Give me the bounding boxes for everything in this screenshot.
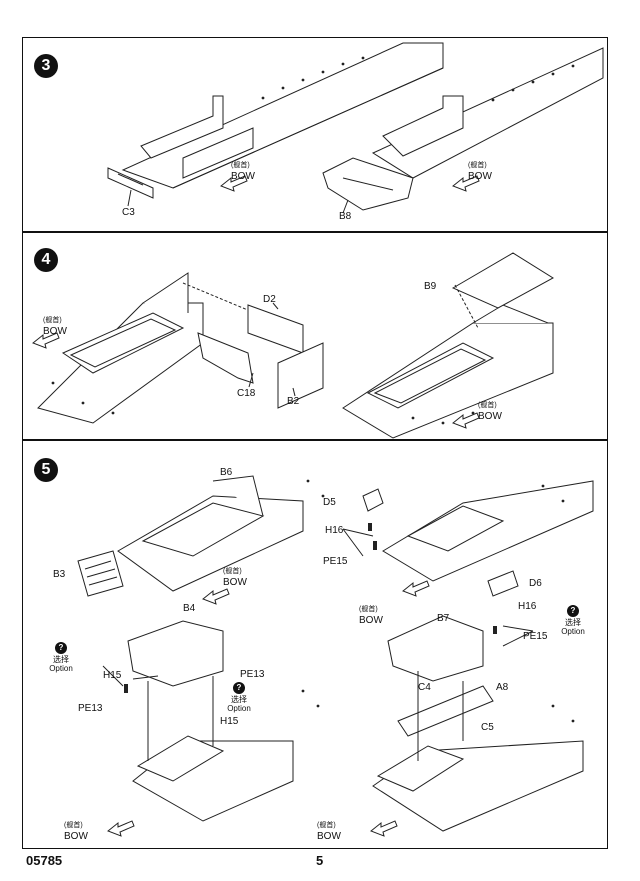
- option-marker: ? 选择 Option: [227, 682, 251, 713]
- bow-label: (舰首) BOW: [359, 606, 383, 626]
- step-4-drawing: [32, 252, 554, 439]
- part-label-h16: H16: [325, 525, 344, 536]
- option-marker: ? 选择 Option: [561, 605, 585, 636]
- part-label-d2: D2: [263, 294, 276, 305]
- step-3-drawing: [107, 42, 604, 214]
- option-icon: ?: [55, 642, 67, 654]
- bow-arrow-icon: [32, 332, 60, 349]
- step-5-drawing: [77, 475, 594, 837]
- bow-arrow-icon: [452, 412, 480, 429]
- part-label-b8: B8: [339, 211, 352, 222]
- step-3-panel: 3: [22, 37, 608, 232]
- bow-label: (舰首) BOW: [231, 162, 255, 182]
- bow-label: (舰首) BOW: [317, 822, 341, 842]
- step-3-number: 3: [34, 54, 58, 78]
- part-label-pe13: PE13: [78, 703, 103, 714]
- step-5-number: 5: [34, 458, 58, 482]
- bow-arrow-icon: [202, 588, 230, 605]
- bow-label: (舰首) BOW: [64, 822, 88, 842]
- part-label-a8: A8: [496, 682, 509, 693]
- bow-label: (舰首) BOW: [43, 317, 67, 337]
- part-label-b6: B6: [220, 467, 233, 478]
- part-label-c18: C18: [237, 388, 256, 399]
- part-label-pe15: PE15: [523, 631, 548, 642]
- part-label-c5: C5: [481, 722, 494, 733]
- part-label-d5: D5: [323, 497, 336, 508]
- part-label-c4: C4: [418, 682, 431, 693]
- part-label-h15: H15: [220, 716, 239, 727]
- step-5-panel: 5: [22, 440, 608, 849]
- bow-arrow-icon: [452, 175, 480, 192]
- part-label-pe15: PE15: [323, 556, 348, 567]
- option-marker: ? 选择 Option: [49, 642, 73, 673]
- part-label-b7: B7: [437, 613, 450, 624]
- part-label-pe13: PE13: [240, 669, 265, 680]
- part-label-b4: B4: [183, 603, 196, 614]
- bow-arrow-icon: [107, 820, 135, 837]
- step-4-number: 4: [34, 248, 58, 272]
- bow-label: (舰首) BOW: [223, 568, 247, 588]
- bow-label: (舰首) BOW: [468, 162, 492, 182]
- part-label-d6: D6: [529, 578, 542, 589]
- step-4-panel: 4: [22, 232, 608, 440]
- part-label-h15: H15: [103, 670, 122, 681]
- bow-arrow-icon: [402, 580, 430, 597]
- part-label-c3: C3: [122, 207, 135, 218]
- part-label-b2: B2: [287, 396, 300, 407]
- part-label-h16: H16: [518, 601, 537, 612]
- product-code: 05785: [26, 853, 63, 868]
- part-label-b3: B3: [53, 569, 66, 580]
- option-icon: ?: [567, 605, 579, 617]
- part-label-b9: B9: [424, 281, 437, 292]
- bow-arrow-icon: [370, 820, 398, 837]
- bow-label: (舰首) BOW: [478, 402, 502, 422]
- page-number: 5: [316, 853, 324, 868]
- bow-arrow-icon: [220, 175, 248, 192]
- option-icon: ?: [233, 682, 245, 694]
